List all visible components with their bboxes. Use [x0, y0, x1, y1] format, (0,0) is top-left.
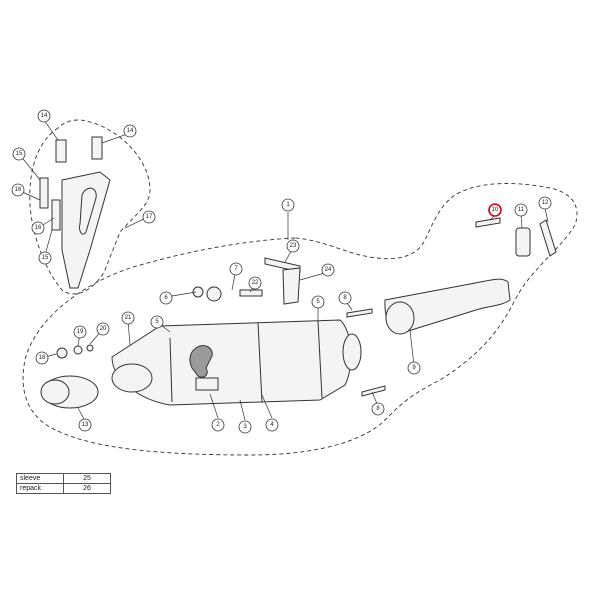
callout-number: 14 — [41, 113, 48, 119]
callout-number: 16 — [15, 187, 22, 193]
callout-c4: 4 — [265, 418, 279, 432]
callout-number: 20 — [100, 326, 107, 332]
mounting-bracket-group-outline — [29, 119, 151, 295]
callout-c15b: 15 — [38, 251, 52, 265]
end-cap-tip — [40, 375, 99, 409]
callout-number: 15 — [42, 255, 49, 261]
callout-c22: 22 — [248, 276, 262, 290]
callout-number: 4 — [270, 422, 274, 428]
exhaust-assembly-outline — [22, 183, 578, 456]
callout-c2: 2 — [211, 418, 225, 432]
callout-c16b: 16 — [31, 221, 45, 235]
callout-c17: 17 — [142, 210, 156, 224]
callout-number: 5 — [155, 319, 159, 325]
callout-c5a: 5 — [150, 315, 164, 329]
callout-c5b: 5 — [311, 295, 325, 309]
callout-c21: 21 — [121, 311, 135, 325]
callout-number: 22 — [252, 280, 259, 286]
callout-number: 7 — [234, 266, 238, 272]
outlet-sleeve — [342, 333, 362, 371]
callout-c6: 6 — [159, 291, 173, 305]
callout-number: 17 — [146, 214, 153, 220]
legend-number: 25 — [63, 473, 111, 484]
springs — [346, 217, 501, 397]
callout-c14a: 14 — [37, 109, 51, 123]
callout-c18: 18 — [35, 351, 49, 365]
callout-number: 5 — [316, 299, 320, 305]
callout-c10: 10 — [488, 203, 502, 217]
callout-c11: 11 — [514, 203, 528, 217]
callout-c9: 9 — [407, 361, 421, 375]
service-parts-legend: sleeve 25 repack 26 — [16, 473, 111, 494]
callout-number: 24 — [325, 267, 332, 273]
callout-number: 12 — [542, 200, 549, 206]
mounting-bracket — [39, 136, 111, 289]
callout-c8b: 8 — [371, 402, 385, 416]
callout-c13: 13 — [78, 418, 92, 432]
callout-c24: 24 — [321, 263, 335, 277]
muffler-body — [111, 319, 352, 406]
callout-number: 13 — [82, 422, 89, 428]
callout-number: 11 — [518, 207, 525, 213]
link-pipe — [384, 278, 511, 335]
legend-label: sleeve — [16, 473, 64, 484]
callout-number: 16 — [35, 225, 42, 231]
callout-number: 9 — [412, 365, 416, 371]
callout-c16a: 16 — [11, 183, 25, 197]
callout-number: 2 — [216, 422, 220, 428]
callout-number: 15 — [16, 151, 23, 157]
callout-c3: 3 — [238, 420, 252, 434]
callout-number: 3 — [243, 424, 247, 430]
legend-row: repack 26 — [16, 483, 111, 494]
callout-number: 8 — [376, 406, 380, 412]
callout-number: 10 — [492, 207, 499, 213]
callout-number: 18 — [39, 355, 46, 361]
callout-c8a: 8 — [338, 291, 352, 305]
callout-c14b: 14 — [123, 124, 137, 138]
legend-row: sleeve 25 — [16, 473, 111, 484]
callout-c15a: 15 — [12, 147, 26, 161]
callout-c1: 1 — [281, 198, 295, 212]
callout-c23: 23 — [286, 239, 300, 253]
callout-c7: 7 — [229, 262, 243, 276]
callout-c19: 19 — [73, 325, 87, 339]
legend-label: repack — [16, 483, 64, 494]
callout-number: 19 — [77, 329, 84, 335]
mount-hardware — [56, 257, 301, 359]
clamp-and-spring-hooks — [515, 219, 557, 257]
callout-number: 8 — [343, 295, 347, 301]
callout-number: 23 — [290, 243, 297, 249]
callout-number: 21 — [125, 315, 132, 321]
callout-number: 1 — [286, 202, 290, 208]
legend-number: 26 — [63, 483, 111, 494]
callout-c12: 12 — [538, 196, 552, 210]
callout-number: 6 — [164, 295, 168, 301]
callout-number: 14 — [127, 128, 134, 134]
callout-c20: 20 — [96, 322, 110, 336]
